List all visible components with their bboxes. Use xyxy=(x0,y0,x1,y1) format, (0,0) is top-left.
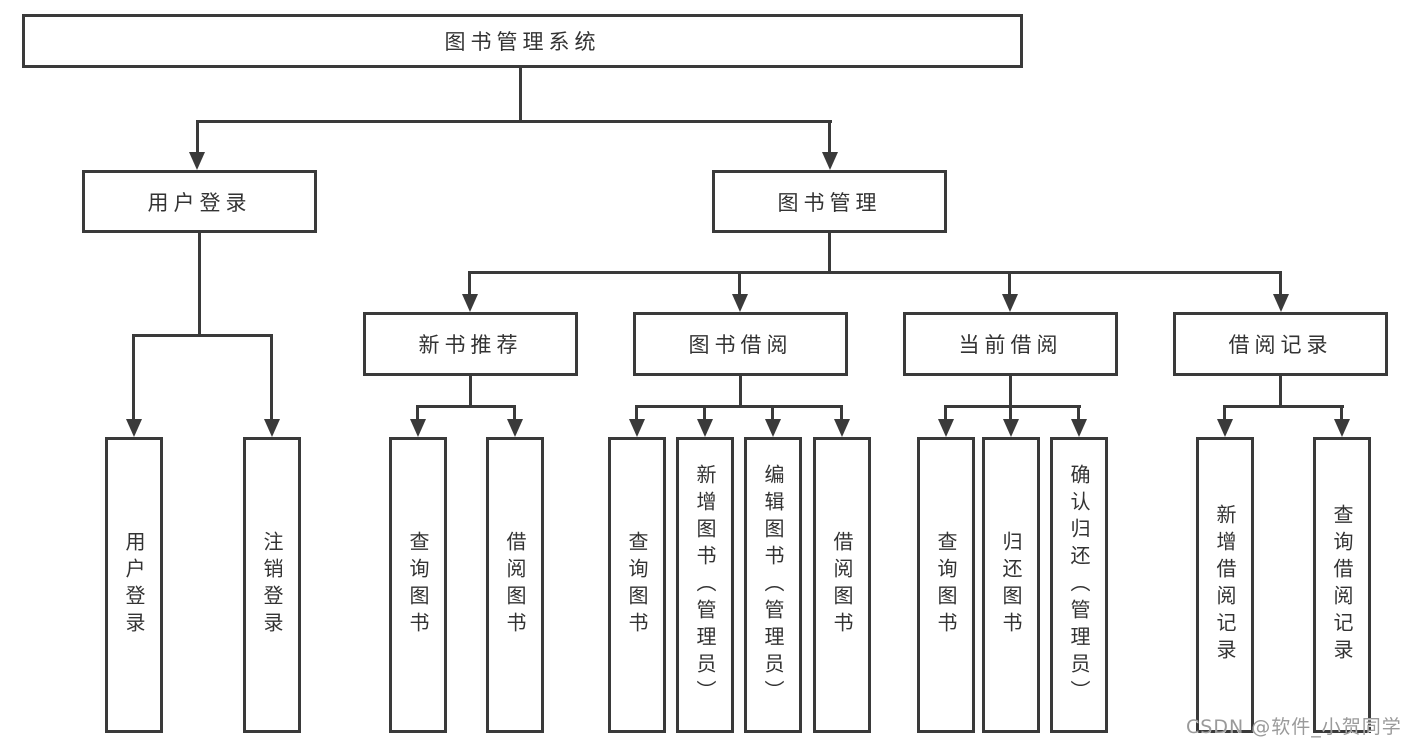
connector-line xyxy=(1279,376,1282,407)
arrowhead-icon xyxy=(1273,294,1289,312)
leaf-borrow-add-book-admin: 新增图书（管理员） xyxy=(676,437,734,733)
connector-line xyxy=(468,271,471,296)
connector-line xyxy=(635,405,638,421)
arrowhead-icon xyxy=(822,152,838,170)
arrowhead-icon xyxy=(732,294,748,312)
arrowhead-icon xyxy=(1002,294,1018,312)
connector-line xyxy=(198,233,201,335)
connector-line xyxy=(944,405,947,421)
connector-line xyxy=(469,376,472,407)
arrowhead-icon xyxy=(697,419,713,437)
arrowhead-icon xyxy=(507,419,523,437)
leaf-borrow-edit-book-admin: 编辑图书（管理员） xyxy=(744,437,802,733)
connector-line xyxy=(1077,405,1080,421)
connector-line xyxy=(416,405,516,408)
leaf-records-add-record: 新增借阅记录 xyxy=(1196,437,1254,733)
connector-line xyxy=(1223,405,1226,421)
connector-line xyxy=(196,120,199,154)
leaf-user-login: 用户登录 xyxy=(105,437,163,733)
node-user-login: 用户登录 xyxy=(82,170,317,233)
connector-line xyxy=(1008,271,1011,296)
connector-line xyxy=(738,271,741,296)
connector-line xyxy=(416,405,419,421)
connector-line xyxy=(519,68,522,122)
leaf-records-query-record: 查询借阅记录 xyxy=(1313,437,1371,733)
node-current-borrow: 当前借阅 xyxy=(903,312,1118,376)
leaf-recommend-borrow-book: 借阅图书 xyxy=(486,437,544,733)
leaf-borrow-query-book: 查询图书 xyxy=(608,437,666,733)
connector-line xyxy=(771,405,774,421)
leaf-recommend-query-book: 查询图书 xyxy=(389,437,447,733)
connector-line xyxy=(703,405,706,421)
csdn-watermark: CSDN @软件_小贺同学 xyxy=(1186,716,1402,738)
leaf-borrow-borrow-book: 借阅图书 xyxy=(813,437,871,733)
node-new-book-recommend: 新书推荐 xyxy=(363,312,578,376)
connector-line xyxy=(468,271,1282,274)
connector-line xyxy=(196,120,832,123)
arrowhead-icon xyxy=(1003,419,1019,437)
connector-line xyxy=(739,376,742,407)
arrowhead-icon xyxy=(189,152,205,170)
arrowhead-icon xyxy=(1217,419,1233,437)
arrowhead-icon xyxy=(1334,419,1350,437)
node-book-borrow: 图书借阅 xyxy=(633,312,848,376)
connector-line xyxy=(635,405,843,408)
connector-line xyxy=(944,405,1081,408)
arrowhead-icon xyxy=(126,419,142,437)
connector-line xyxy=(828,233,831,274)
leaf-current-query-book: 查询图书 xyxy=(917,437,975,733)
arrowhead-icon xyxy=(765,419,781,437)
arrowhead-icon xyxy=(938,419,954,437)
arrowhead-icon xyxy=(410,419,426,437)
connector-line xyxy=(828,120,831,154)
node-library-system: 图书管理系统 xyxy=(22,14,1023,68)
arrowhead-icon xyxy=(264,419,280,437)
connector-line xyxy=(132,334,135,421)
connector-line xyxy=(1223,405,1344,408)
connector-line xyxy=(1009,376,1012,407)
connector-line xyxy=(1009,405,1012,421)
node-borrow-records: 借阅记录 xyxy=(1173,312,1388,376)
leaf-current-confirm-return-admin: 确认归还（管理员） xyxy=(1050,437,1108,733)
connector-line xyxy=(132,334,273,337)
connector-line xyxy=(840,405,843,421)
connector-line xyxy=(1279,271,1282,296)
node-book-management: 图书管理 xyxy=(712,170,947,233)
connector-line xyxy=(270,334,273,421)
arrowhead-icon xyxy=(629,419,645,437)
arrowhead-icon xyxy=(834,419,850,437)
leaf-current-return-book: 归还图书 xyxy=(982,437,1040,733)
arrowhead-icon xyxy=(462,294,478,312)
arrowhead-icon xyxy=(1071,419,1087,437)
connector-line xyxy=(1340,405,1343,421)
connector-line xyxy=(513,405,516,421)
leaf-logout-login: 注销登录 xyxy=(243,437,301,733)
